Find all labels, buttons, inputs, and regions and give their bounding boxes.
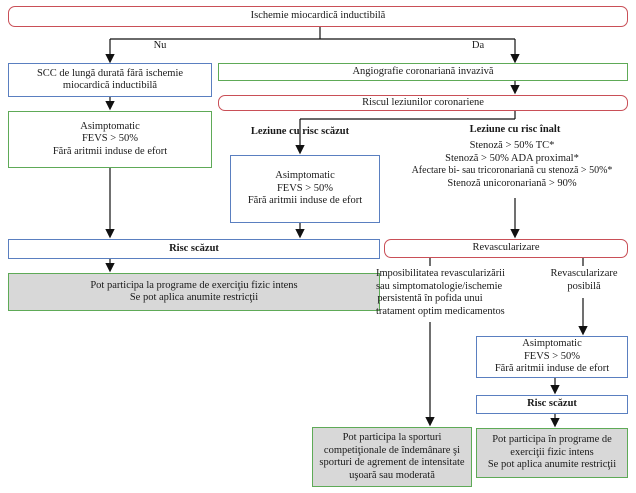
criteriu-1: Stenoză > 50% TC* (469, 140, 555, 151)
imposibil-line-3: persistentă în pofida unui (377, 293, 483, 304)
asimpt1-line-3: Fără aritmii induse de efort (52, 145, 168, 157)
asimpt2-line-3: Fără aritmii induse de efort (247, 195, 363, 207)
riscul-leziunilor-node: Riscul leziunilor coronariene (218, 95, 628, 111)
asimptomatic-node-3: Asimptomatic FEVS > 50% Fără aritmii ind… (476, 336, 628, 378)
asimpt2-line-2: FEVS > 50% (276, 182, 334, 194)
asimpt3-line-3: Fără aritmii induse de efort (494, 363, 610, 375)
asimpt3-line-1: Asimptomatic (522, 338, 582, 350)
imposibilitate-revascularizare-label: Imposibilitatea revascularizării sau sim… (376, 268, 505, 318)
imposibil-line-4: tratament optim medicamentos (376, 305, 505, 317)
revascularizare-posibila-label: Revascularizare posibilă (540, 268, 628, 293)
risc-leziuni-label: Riscul leziunilor coronariene (362, 96, 484, 108)
leziune-risc-inalt-label: Leziune cu risc înalt (469, 124, 561, 135)
criteriu-4: Stenoză unicoronariană > 90% (447, 177, 577, 189)
pot2-line-3: sporturi de agrement de intensitate (319, 457, 465, 468)
revasc-label: Revascularizare (472, 242, 540, 254)
pot-participa-node-1: Pot participa la programe de exerciţiu f… (8, 273, 380, 311)
imposibil-line-1: Imposibilitatea revascularizării (376, 268, 505, 279)
asimptomatic-node-1: Asimptomatic FEVS > 50% Fără aritmii ind… (8, 111, 212, 168)
pot2-line-2: competiţionale de îndemânare şi (323, 444, 461, 456)
risc-scazut-node-1: Risc scăzut (8, 239, 380, 259)
pot3-line-3: Se pot aplica anumite restricţii (487, 459, 617, 471)
asimpt1-line-2: FEVS > 50% (81, 133, 139, 145)
pot2-line-4: uşoară sau moderată (349, 469, 435, 481)
asimpt2-line-1: Asimptomatic (275, 170, 335, 182)
revascularizare-node: Revascularizare (384, 239, 628, 258)
ischemie-inductibila-node: Ischemie miocardică inductibilă (8, 6, 628, 27)
scc-line-2: miocardică inductibilă (62, 80, 158, 91)
pot3-line-2: exerciţii fizic intens (510, 446, 594, 458)
pot-participa-node-2: Pot participa la sporturi competiţionale… (312, 427, 472, 487)
nu-label: Nu (153, 40, 167, 51)
asimpt1-line-1: Asimptomatic (80, 120, 140, 132)
scc-fara-ischemie-node: SCC de lungă durată fără ischemie miocar… (8, 63, 212, 97)
da-label: Da (471, 40, 485, 51)
asimpt3-line-2: FEVS > 50% (523, 350, 581, 362)
asimptomatic-node-2: Asimptomatic FEVS > 50% Fără aritmii ind… (230, 155, 380, 223)
scc-line-1: SCC de lungă durată fără ischemie (36, 67, 184, 79)
ischemie-label: Ischemie miocardică inductibilă (250, 10, 386, 22)
criteriu-2: Stenoză > 50% ADA proximal* (445, 152, 579, 164)
criteriu-3: Afectare bi- sau tricoronariană cu steno… (411, 165, 613, 176)
pot-participa-node-3: Pot participa în programe de exerciţii f… (476, 428, 628, 478)
revasc-posibila-line-2: posibilă (567, 280, 601, 292)
leziune-risc-inalt-criterii: Stenoză > 50% TC* Stenoză > 50% ADA prox… (388, 140, 636, 190)
angio-label: Angiografie coronariană invazivă (352, 65, 494, 77)
pot1-line-2: Se pot aplica anumite restricţii (129, 292, 259, 303)
leziune-risc-scazut-label: Leziune cu risc scăzut (250, 126, 350, 137)
risc-scazut-2-label: Risc scăzut (527, 398, 577, 410)
pot1-line-1: Pot participa la programe de exerciţiu f… (90, 279, 298, 291)
risc-scazut-node-2: Risc scăzut (476, 395, 628, 414)
pot3-line-1: Pot participa în programe de (492, 434, 612, 446)
pot2-line-1: Pot participa la sporturi (342, 432, 442, 443)
imposibil-line-2: sau simptomatologie/ischemie (376, 280, 503, 292)
revasc-posibila-line-1: Revascularizare (550, 268, 618, 279)
angiografie-node: Angiografie coronariană invazivă (218, 63, 628, 81)
risc-scazut-1-label: Risc scăzut (169, 242, 219, 254)
